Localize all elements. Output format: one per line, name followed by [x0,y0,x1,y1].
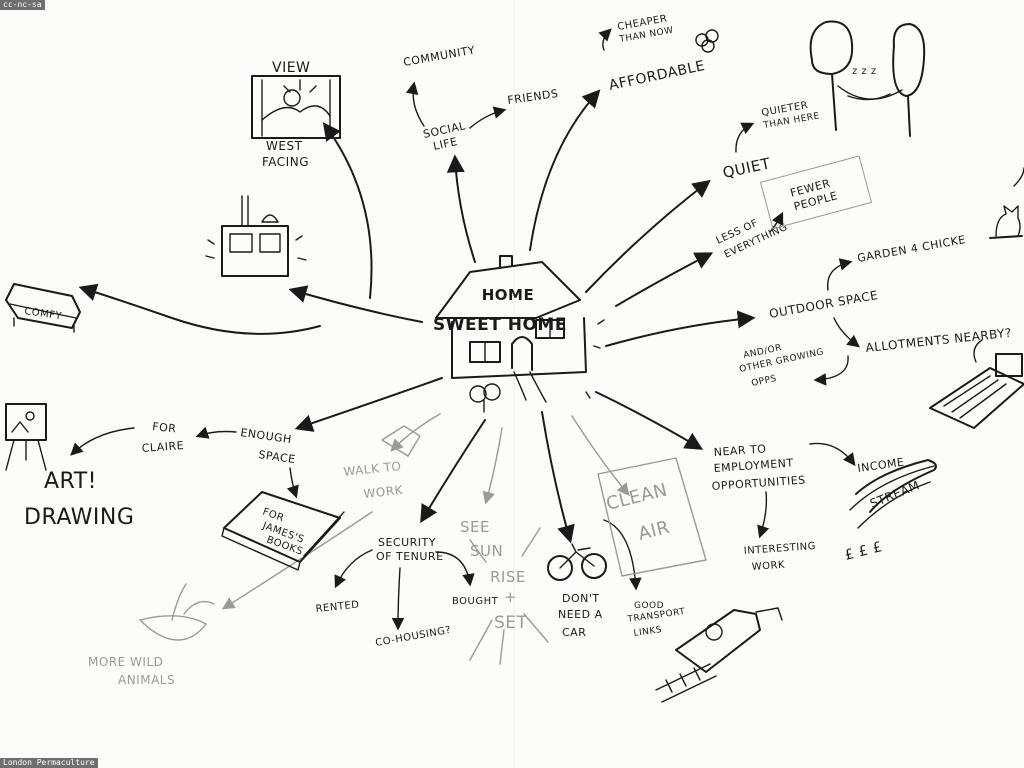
label-income: INCOME [857,456,906,475]
label-community: COMMUNITY [402,44,476,69]
house-drawing [435,255,587,413]
label-social-life-2: LIFE [432,135,459,153]
trees-hammock-sketch [809,20,926,137]
label-affordable: AFFORDABLE [608,58,707,94]
label-dont-3: CAR [562,626,586,639]
license-badge: cc-nc-sa [0,0,45,10]
label-allotments: ALLOTMENTS NEARBY? [865,326,1013,355]
label-security-1: SECURITY [378,536,436,549]
walk-sketch [381,425,421,457]
label-interesting-2: WORK [751,560,785,573]
label-friends: FRIENDS [507,87,560,107]
window-view-sketch [251,75,341,139]
label-west-1: WEST [266,139,303,153]
label-zzz: z z z [852,66,877,77]
allotment-sketch [929,339,1024,429]
label-enough-1: ENOUGH [240,426,293,446]
label-good-1: GOOD [634,601,664,611]
stove-sketch [205,195,307,277]
bird-sketch [139,583,215,641]
label-bought: BOUGHT [452,596,499,607]
label-art: ART! [44,469,97,494]
label-cohousing: CO-HOUSING? [375,625,453,649]
label-walk-1: WALK TO [343,459,402,479]
label-west-2: FACING [262,155,309,169]
label-interesting-1: INTERESTING [743,541,816,557]
sofa-sketch [5,283,81,333]
label-walk-2: WORK [363,483,404,501]
branch-arrows [78,89,756,610]
train-sketch [655,607,783,703]
label-for-claire-2: CLAIRE [141,439,184,455]
label-near-3: OPPORTUNITIES [711,473,806,493]
label-comfy: COMFY [24,306,63,322]
label-see-1: SEE [460,518,490,536]
label-enough-2: SPACE [258,448,297,466]
easel-sketch [5,403,47,471]
label-rented: RENTED [315,599,360,615]
label-quiet: QUIET [721,154,772,182]
sparkle-marks [585,319,605,399]
bicycle-sketch [547,543,607,581]
label-see-5: SET [494,613,528,633]
center-title-sweet-home: SWEET HOME [433,315,567,335]
label-near-1: NEAR TO [713,442,767,459]
cat-sketch [989,167,1024,239]
label-stream: STREAM [868,478,922,511]
label-see-4: + [504,588,517,606]
label-clean-2: AIR [636,517,672,545]
label-security-2: OF TENURE [376,550,444,563]
label-clean-1: CLEAN [604,479,669,514]
label-see-3: RISE [490,568,526,586]
label-wild-1: MORE WILD [88,655,163,669]
label-andor-3: OPPS [751,374,778,389]
label-near-2: EMPLOYMENT [713,456,794,475]
label-dont-1: DON'T [562,592,600,605]
label-view: VIEW [272,60,310,76]
label-good-3: LINKS [633,625,663,639]
sunrise-sketch [469,527,549,665]
label-drawing: DRAWING [24,505,134,530]
label-see-2: SUN [470,542,503,560]
label-pounds: £ £ £ [843,539,884,564]
coins-sketch [695,29,719,53]
center-title-home: HOME [482,286,534,304]
label-garden: GARDEN 4 CHICKE [856,233,966,265]
income-stream-sketch [849,459,937,529]
label-outdoor: OUTDOOR SPACE [768,288,879,321]
credit-badge: London Permaculture [0,758,98,768]
label-for-claire-1: FOR [152,420,177,435]
label-dont-2: NEED A [558,608,603,621]
fewer-people-card: FEWER PEOPLE [759,155,873,230]
book-sketch [221,491,345,571]
label-wild-2: ANIMALS [118,673,175,687]
clean-air-sign [597,457,707,577]
